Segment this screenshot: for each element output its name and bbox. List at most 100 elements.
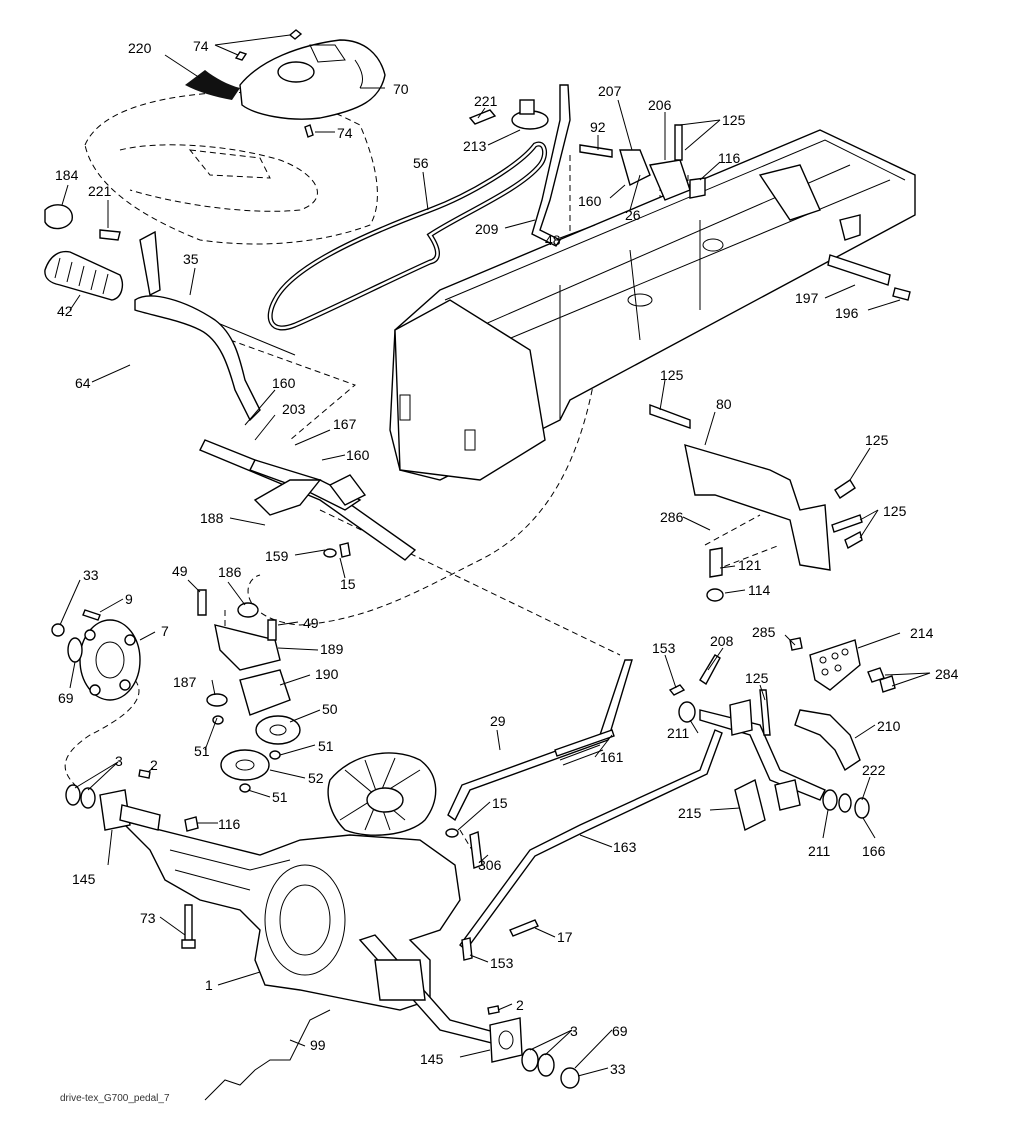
label-286: 286 bbox=[660, 509, 684, 525]
part-145-spacers bbox=[65, 769, 580, 1089]
label-215: 215 bbox=[678, 805, 702, 821]
label-209: 209 bbox=[475, 221, 499, 237]
label-121: 121 bbox=[738, 557, 762, 573]
label-125: 125 bbox=[722, 112, 746, 128]
part-frame bbox=[389, 129, 916, 481]
part-70-console bbox=[239, 39, 386, 120]
label-160: 160 bbox=[272, 375, 296, 391]
label-73: 73 bbox=[140, 910, 156, 926]
part-pulley-brackets bbox=[197, 589, 301, 793]
part-pedal-shaft bbox=[134, 230, 417, 561]
label-125: 125 bbox=[883, 503, 907, 519]
part-56-belt bbox=[267, 141, 548, 331]
label-70: 70 bbox=[393, 81, 409, 97]
label-184: 184 bbox=[55, 167, 79, 183]
label-221: 221 bbox=[474, 93, 498, 109]
part-1-transaxle bbox=[117, 752, 507, 1046]
label-284: 284 bbox=[935, 666, 959, 682]
label-187: 187 bbox=[173, 674, 197, 690]
part-labels: 220 74 70 74 221 213 207 206 125 92 116 … bbox=[55, 38, 959, 1077]
label-188: 188 bbox=[200, 510, 224, 526]
part-small-fasteners bbox=[181, 542, 539, 961]
label-160: 160 bbox=[346, 447, 370, 463]
label-211: 211 bbox=[808, 843, 831, 859]
label-7: 7 bbox=[161, 623, 169, 639]
label-190: 190 bbox=[315, 666, 339, 682]
label-99: 99 bbox=[310, 1037, 326, 1053]
label-116: 116 bbox=[218, 816, 241, 832]
label-74: 74 bbox=[193, 38, 209, 54]
label-189: 189 bbox=[320, 641, 344, 657]
label-206: 206 bbox=[648, 97, 672, 113]
label-116: 116 bbox=[718, 150, 741, 166]
label-221: 221 bbox=[88, 183, 112, 199]
label-50: 50 bbox=[322, 701, 338, 717]
label-114: 114 bbox=[748, 582, 771, 598]
diagram-caption: drive-tex_G700_pedal_7 bbox=[60, 1093, 170, 1104]
label-153: 153 bbox=[652, 640, 676, 656]
label-42: 42 bbox=[57, 303, 73, 319]
label-29: 29 bbox=[490, 713, 506, 729]
label-33: 33 bbox=[610, 1061, 626, 1077]
label-285: 285 bbox=[752, 624, 776, 640]
label-160: 160 bbox=[578, 193, 602, 209]
label-3: 3 bbox=[570, 1023, 578, 1039]
label-26: 26 bbox=[625, 207, 641, 223]
label-1: 1 bbox=[205, 977, 213, 993]
label-166: 166 bbox=[862, 843, 886, 859]
label-49: 49 bbox=[303, 615, 319, 631]
label-56: 56 bbox=[413, 155, 429, 171]
label-35: 35 bbox=[183, 251, 199, 267]
label-186: 186 bbox=[218, 564, 242, 580]
label-51: 51 bbox=[272, 789, 288, 805]
label-74: 74 bbox=[337, 125, 353, 141]
part-rod-209 bbox=[531, 84, 706, 247]
label-145: 145 bbox=[420, 1051, 444, 1067]
part-42-grip bbox=[44, 250, 124, 301]
label-92: 92 bbox=[590, 119, 606, 135]
label-196: 196 bbox=[835, 305, 859, 321]
label-222: 222 bbox=[862, 762, 886, 778]
label-33: 33 bbox=[83, 567, 99, 583]
label-203: 203 bbox=[282, 401, 306, 417]
part-163-rod bbox=[459, 729, 723, 952]
label-2: 2 bbox=[516, 997, 524, 1013]
label-51: 51 bbox=[194, 743, 210, 759]
label-153: 153 bbox=[490, 955, 514, 971]
part-197-196 bbox=[827, 254, 911, 301]
label-208: 208 bbox=[710, 633, 734, 649]
part-99-rod bbox=[204, 1009, 331, 1101]
label-125: 125 bbox=[865, 432, 889, 448]
part-74-screws bbox=[234, 29, 314, 138]
label-48: 48 bbox=[545, 232, 561, 248]
hood-outline bbox=[84, 91, 378, 245]
label-197: 197 bbox=[795, 290, 819, 306]
part-7-hub bbox=[51, 609, 141, 701]
label-214: 214 bbox=[910, 625, 934, 641]
label-52: 52 bbox=[308, 770, 324, 786]
label-306: 306 bbox=[478, 857, 502, 873]
part-29-rod bbox=[447, 659, 633, 822]
label-2: 2 bbox=[150, 757, 158, 773]
part-220-pad bbox=[185, 70, 240, 100]
label-80: 80 bbox=[716, 396, 732, 412]
part-pedal-linkage bbox=[668, 654, 870, 832]
part-184-221-small bbox=[44, 99, 549, 241]
label-161: 161 bbox=[600, 749, 624, 765]
label-125: 125 bbox=[660, 367, 684, 383]
part-80-bracket bbox=[649, 403, 863, 602]
label-69: 69 bbox=[58, 690, 74, 706]
label-213: 213 bbox=[463, 138, 487, 154]
label-145: 145 bbox=[72, 871, 96, 887]
label-207: 207 bbox=[598, 83, 622, 99]
label-15: 15 bbox=[492, 795, 508, 811]
label-64: 64 bbox=[75, 375, 91, 391]
label-163: 163 bbox=[613, 839, 637, 855]
label-125: 125 bbox=[745, 670, 769, 686]
label-210: 210 bbox=[877, 718, 901, 734]
label-211: 211 bbox=[667, 725, 690, 741]
label-220: 220 bbox=[128, 40, 152, 56]
label-15: 15 bbox=[340, 576, 356, 592]
leader-lines bbox=[59, 34, 931, 1077]
